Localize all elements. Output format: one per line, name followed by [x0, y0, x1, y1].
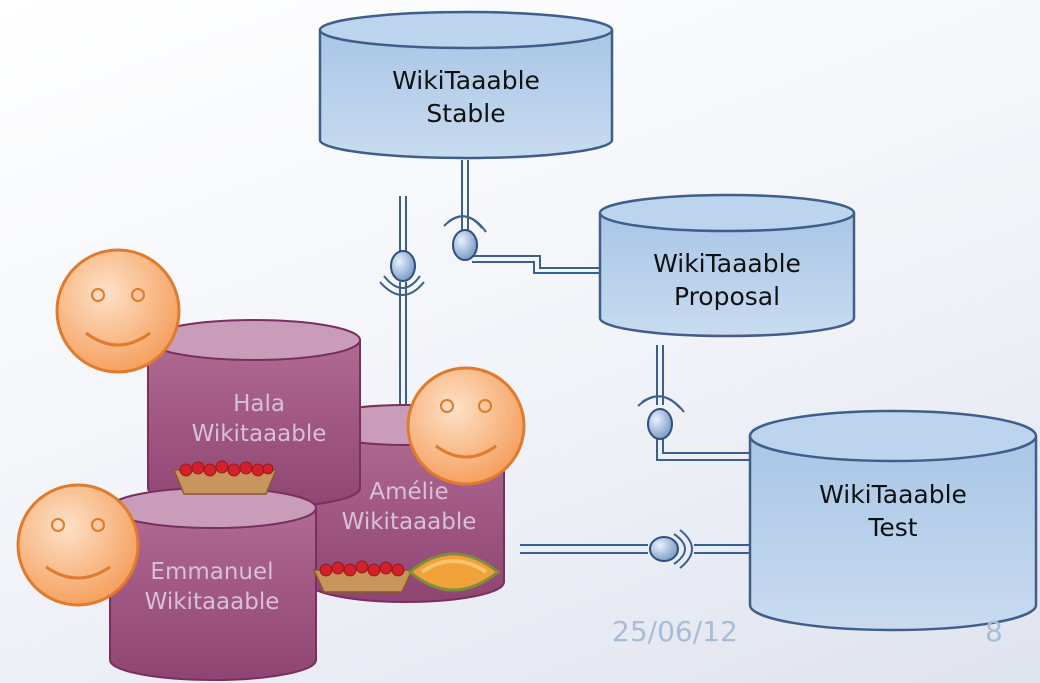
db-cylinder-stable: [318, 10, 614, 160]
hala-wiki: Wikitaaable: [191, 421, 327, 448]
db-cylinder-test: [748, 409, 1038, 632]
strawberry-basket-icon: [312, 560, 414, 593]
interface-connector-icon: [637, 395, 685, 440]
stable-db-subtitle: Stable: [426, 99, 506, 128]
interface-connector-icon: [443, 215, 487, 261]
stable-db-label: WikiTaaable Stable: [346, 64, 586, 130]
slide-number: 8: [985, 615, 1003, 648]
smiley-icon: [55, 248, 181, 374]
connection-lines: [399, 160, 810, 554]
melon-icon: [407, 552, 501, 592]
smiley-icon: [406, 366, 526, 486]
test-db-subtitle: Test: [868, 513, 918, 542]
test-db-title: WikiTaaable: [819, 480, 967, 509]
db-cylinder-proposal: [598, 193, 856, 338]
amelie-name: Amélie: [369, 479, 449, 505]
interface-connector-icon: [649, 529, 693, 569]
interface-connector-icon: [379, 250, 425, 296]
stable-db-title: WikiTaaable: [392, 66, 540, 95]
emmanuel-wiki: Wikitaaable: [144, 589, 280, 616]
emmanuel-name: Emmanuel: [150, 559, 274, 585]
proposal-db-label: WikiTaaable Proposal: [617, 247, 837, 313]
amelie-wiki: Wikitaaable: [341, 509, 477, 536]
emmanuel-user-label: Emmanuel Wikitaaable: [137, 557, 287, 618]
amelie-user-label: Amélie Wikitaaable: [334, 477, 484, 538]
smiley-icon: [16, 483, 140, 607]
test-db-label: WikiTaaable Test: [783, 478, 1003, 544]
slide-date: 25/06/12: [612, 615, 738, 648]
hala-name: Hala: [233, 391, 285, 417]
strawberry-basket-icon: [172, 460, 278, 495]
hala-user-label: Hala Wikitaaable: [184, 389, 334, 450]
user-cylinder-emmanuel: [109, 487, 317, 681]
proposal-db-title: WikiTaaable: [653, 249, 801, 278]
proposal-db-subtitle: Proposal: [673, 282, 781, 311]
